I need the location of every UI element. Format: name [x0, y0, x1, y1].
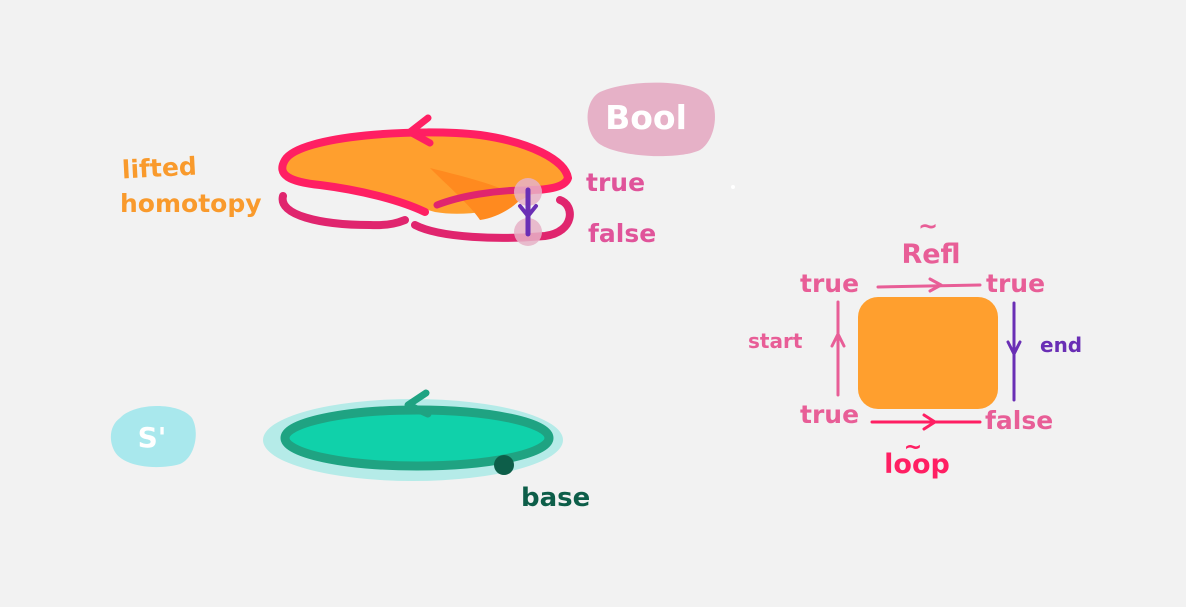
bool-label: Bool [605, 98, 687, 137]
lifted-homotopy-figure [278, 114, 574, 246]
true-to-false-arrow [518, 204, 538, 218]
base-point [494, 455, 514, 475]
refl-label: Refl [901, 239, 960, 270]
corner-top-right-label: true [986, 269, 1045, 298]
base-circle-figure [263, 389, 563, 481]
base-label: base [521, 483, 590, 513]
lifted-label-line1: lifted [121, 152, 197, 185]
end-edge-arrow [1006, 340, 1022, 356]
circle-type-badge: S' [110, 406, 196, 468]
refl-edge [876, 283, 982, 289]
base-loop-arrow [404, 389, 432, 418]
refl-edge-arrow [928, 277, 943, 293]
corner-bottom-left-label: true [800, 400, 859, 429]
corner-top-left-label: true [800, 269, 859, 298]
fiber-false-label: false [588, 219, 656, 248]
lifted-loop-arrow [406, 114, 434, 147]
start-label: start [748, 329, 803, 353]
end-label: end [1040, 333, 1082, 357]
loop-tilde: ~ [904, 435, 922, 460]
refl-tilde: ~ [918, 212, 938, 240]
lifted-label-line2: homotopy [120, 189, 262, 218]
lifted-lower-strand [278, 192, 409, 230]
square-fill [858, 297, 998, 409]
bool-blob [587, 82, 715, 157]
s1-label: S' [138, 421, 167, 454]
s1-blob [110, 406, 196, 468]
path-square [830, 277, 1022, 431]
loop-label: loop [884, 449, 950, 480]
lifted-loop-outline [278, 128, 573, 216]
fiber-true-label: true [586, 168, 645, 197]
bool-type-badge: Bool [587, 82, 715, 157]
speck [731, 185, 735, 189]
start-edge-arrow [830, 332, 846, 348]
corner-bottom-right-label: false [985, 406, 1053, 435]
loop-edge-arrow [922, 413, 937, 431]
